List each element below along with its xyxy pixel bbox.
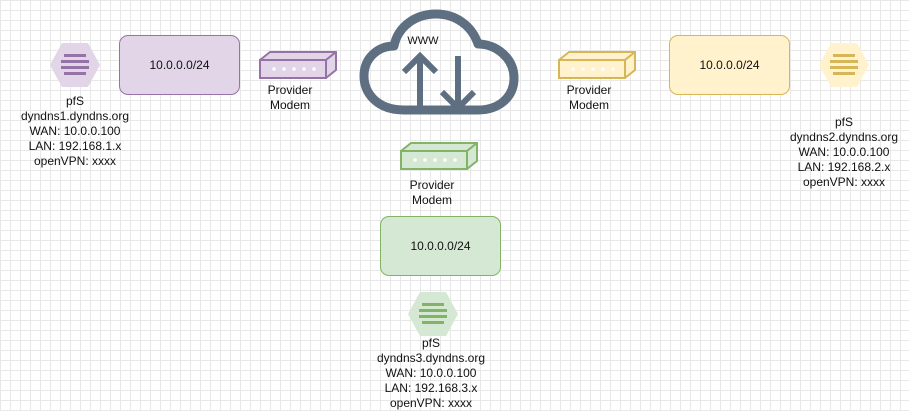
site1-network-label: 10.0.0.0/24 <box>149 58 210 72</box>
site2-router-host: dyndns2.dyndns.org <box>789 130 899 144</box>
site2-network-label: 10.0.0.0/24 <box>699 58 760 72</box>
site2-modem-icon <box>558 51 636 79</box>
site3-modem-line2: Modem <box>411 193 452 207</box>
site3-modem-label: Provider Modem <box>400 178 464 208</box>
cloud-label: WWW <box>407 35 439 47</box>
site1-router-label: pfS dyndns1.dyndns.org WAN: 10.0.0.100 L… <box>10 94 140 169</box>
site1-router-host: dyndns1.dyndns.org <box>20 109 130 123</box>
site3-router-vpn: openVPN: xxxx <box>389 396 473 410</box>
site3-network-box: 10.0.0.0/24 <box>380 216 501 276</box>
site2-router-wan: WAN: 10.0.0.100 <box>798 145 890 159</box>
site1-router-lan: LAN: 192.168.1.x <box>28 139 122 153</box>
site2-router-label: pfS dyndns2.dyndns.org WAN: 10.0.0.100 L… <box>779 115 909 190</box>
site2-network-box: 10.0.0.0/24 <box>669 35 790 95</box>
site1-network-box: 10.0.0.0/24 <box>119 35 240 95</box>
site2-modem-label: Provider Modem <box>557 83 621 113</box>
site2-router-lan: LAN: 192.168.2.x <box>797 160 891 174</box>
site1-router-hexagon-icon <box>50 43 100 87</box>
site3-modem-icon <box>400 142 478 170</box>
site1-modem-line1: Provider <box>267 83 313 97</box>
site3-router-host: dyndns3.dyndns.org <box>376 351 486 365</box>
site2-router-name: pfS <box>834 115 853 129</box>
site1-router-name: pfS <box>65 94 84 108</box>
site3-router-lan: LAN: 192.168.3.x <box>384 381 478 395</box>
site2-router-vpn: openVPN: xxxx <box>802 175 886 189</box>
site2-modem-line1: Provider <box>566 83 612 97</box>
site3-network-label: 10.0.0.0/24 <box>410 239 471 253</box>
site3-router-wan: WAN: 10.0.0.100 <box>385 366 477 380</box>
site3-modem-line1: Provider <box>409 178 455 192</box>
site3-router-label: pfS dyndns3.dyndns.org WAN: 10.0.0.100 L… <box>366 336 496 411</box>
site1-modem-line2: Modem <box>269 98 310 112</box>
site1-modem-label: Provider Modem <box>258 83 322 113</box>
site2-modem-line2: Modem <box>568 98 609 112</box>
site2-router-hexagon-icon <box>819 43 869 87</box>
site1-router-vpn: openVPN: xxxx <box>33 154 117 168</box>
site1-router-wan: WAN: 10.0.0.100 <box>29 124 121 138</box>
site1-modem-icon <box>259 51 337 79</box>
cloud-icon <box>359 9 519 115</box>
site3-router-name: pfS <box>421 336 440 350</box>
site3-router-hexagon-icon <box>408 292 458 336</box>
